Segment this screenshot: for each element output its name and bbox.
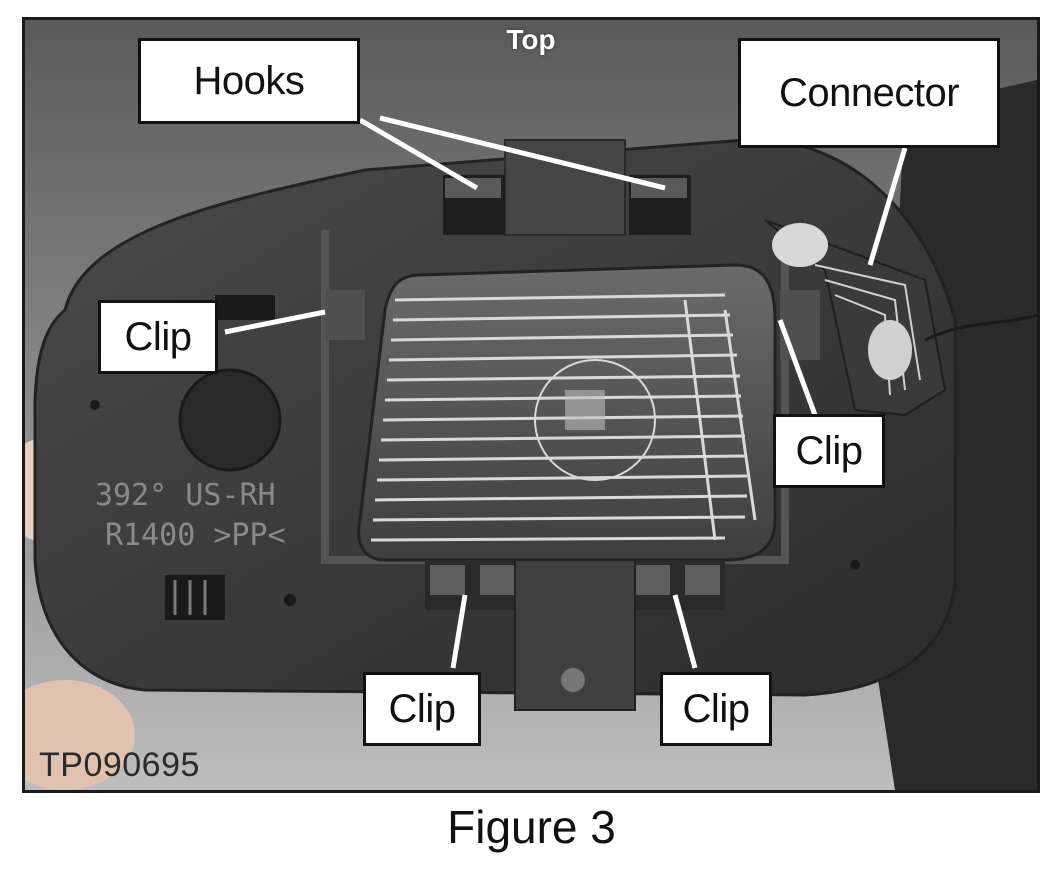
hooks-callout: Hooks — [138, 38, 360, 124]
leader-lines — [224, 115, 908, 669]
photo-id: TP090695 — [39, 746, 200, 784]
figure-caption: Figure 3 — [447, 801, 616, 853]
engraving-line1: 392° US-RH — [95, 478, 276, 513]
connector-wire — [924, 313, 1037, 342]
heater-center-mark — [565, 390, 605, 430]
heater-center-circle — [534, 359, 656, 481]
screw-hole-1 — [90, 400, 100, 410]
bottom-center-tab — [514, 559, 636, 711]
finger-bottom — [25, 680, 135, 790]
right-clip-body — [780, 290, 820, 360]
clip-left-callout: Clip — [98, 300, 218, 374]
vent-slats — [173, 580, 207, 615]
bottom-tab-screw — [561, 668, 585, 692]
clip-bottom-right-callout: Clip — [660, 672, 772, 746]
left-clip-slot — [215, 295, 275, 320]
engraving-line2: R1400 >PP< — [105, 518, 286, 553]
connector-callout: Connector — [738, 38, 1000, 148]
top-orientation-label: Top — [506, 24, 556, 55]
bottom-clip-left-a — [430, 565, 465, 595]
photo-illustration: 392° US-RH R1400 >PP< — [25, 20, 1037, 790]
connector-socket — [868, 320, 912, 380]
clip-right-callout: Clip — [773, 414, 885, 488]
clip-bottom-left-callout: Clip — [363, 672, 481, 746]
left-clip-body — [325, 290, 365, 340]
heater-traces — [370, 293, 757, 542]
bottom-clip-right-b — [685, 565, 720, 595]
bottom-clip-right-a — [635, 565, 670, 595]
screw-hole-3 — [850, 560, 860, 570]
screw-hole-2 — [284, 594, 296, 606]
round-boss — [178, 368, 282, 472]
bottom-clip-left-b — [480, 565, 515, 595]
connector-pad — [772, 223, 828, 267]
